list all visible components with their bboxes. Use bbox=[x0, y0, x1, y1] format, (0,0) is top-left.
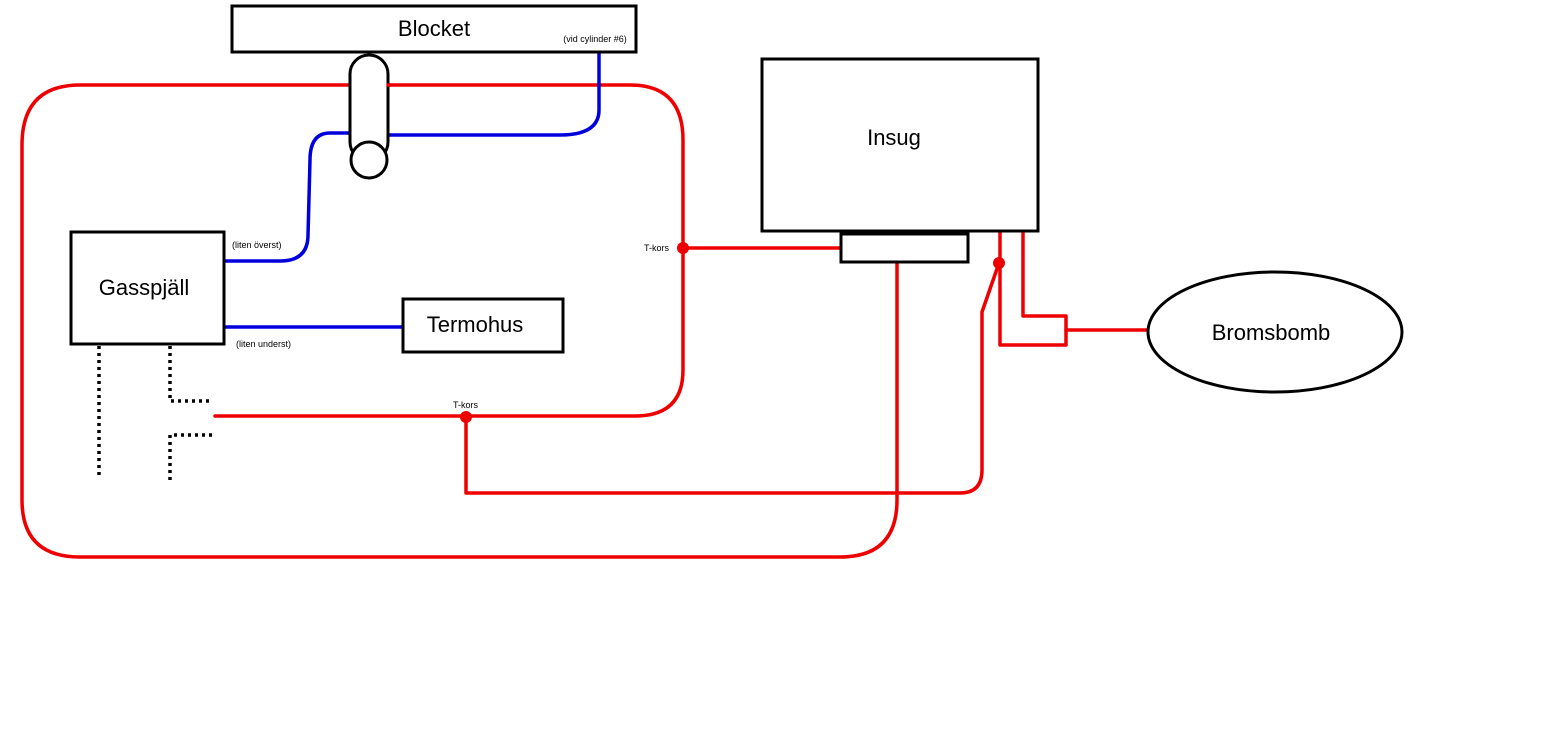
blue-hose-gasspjall-top bbox=[222, 131, 352, 263]
cylinder-fitting-end bbox=[349, 140, 389, 180]
insug-label: Insug bbox=[867, 125, 921, 150]
blocket-note: (vid cylinder #6) bbox=[563, 34, 627, 44]
tkors-junction-bottom bbox=[460, 411, 472, 423]
blocket-box bbox=[230, 4, 638, 54]
red-hose-lower-branch bbox=[464, 261, 1001, 495]
blocket-label: Blocket bbox=[398, 16, 470, 41]
red-hose-outer-loop bbox=[20, 83, 899, 559]
note-liten-underst: (liten underst) bbox=[236, 339, 291, 349]
insug-box bbox=[760, 57, 1040, 233]
red-hose-insug-bromsbomb-a bbox=[998, 230, 1068, 347]
insug-port bbox=[839, 232, 970, 264]
dotted-line-lower-elbow bbox=[168, 433, 212, 480]
junction-insug bbox=[993, 257, 1005, 269]
blue-hose-blocket bbox=[386, 50, 601, 137]
note-liten-overst: (liten överst) bbox=[232, 240, 282, 250]
tkors-label-right: T-kors bbox=[644, 243, 670, 253]
termohus-label: Termohus bbox=[427, 312, 524, 337]
tkors-junction-right bbox=[677, 242, 689, 254]
tkors-label-bottom: T-kors bbox=[453, 400, 479, 410]
bromsbomb-label: Bromsbomb bbox=[1212, 320, 1331, 345]
termohus-box bbox=[401, 297, 565, 354]
bromsbomb-ellipse bbox=[1146, 270, 1404, 394]
gasspjall-box bbox=[69, 230, 226, 346]
gasspjall-label: Gasspjäll bbox=[99, 275, 189, 300]
dotted-line-upper-elbow bbox=[168, 346, 212, 403]
red-hose-upper-loop bbox=[213, 83, 685, 418]
